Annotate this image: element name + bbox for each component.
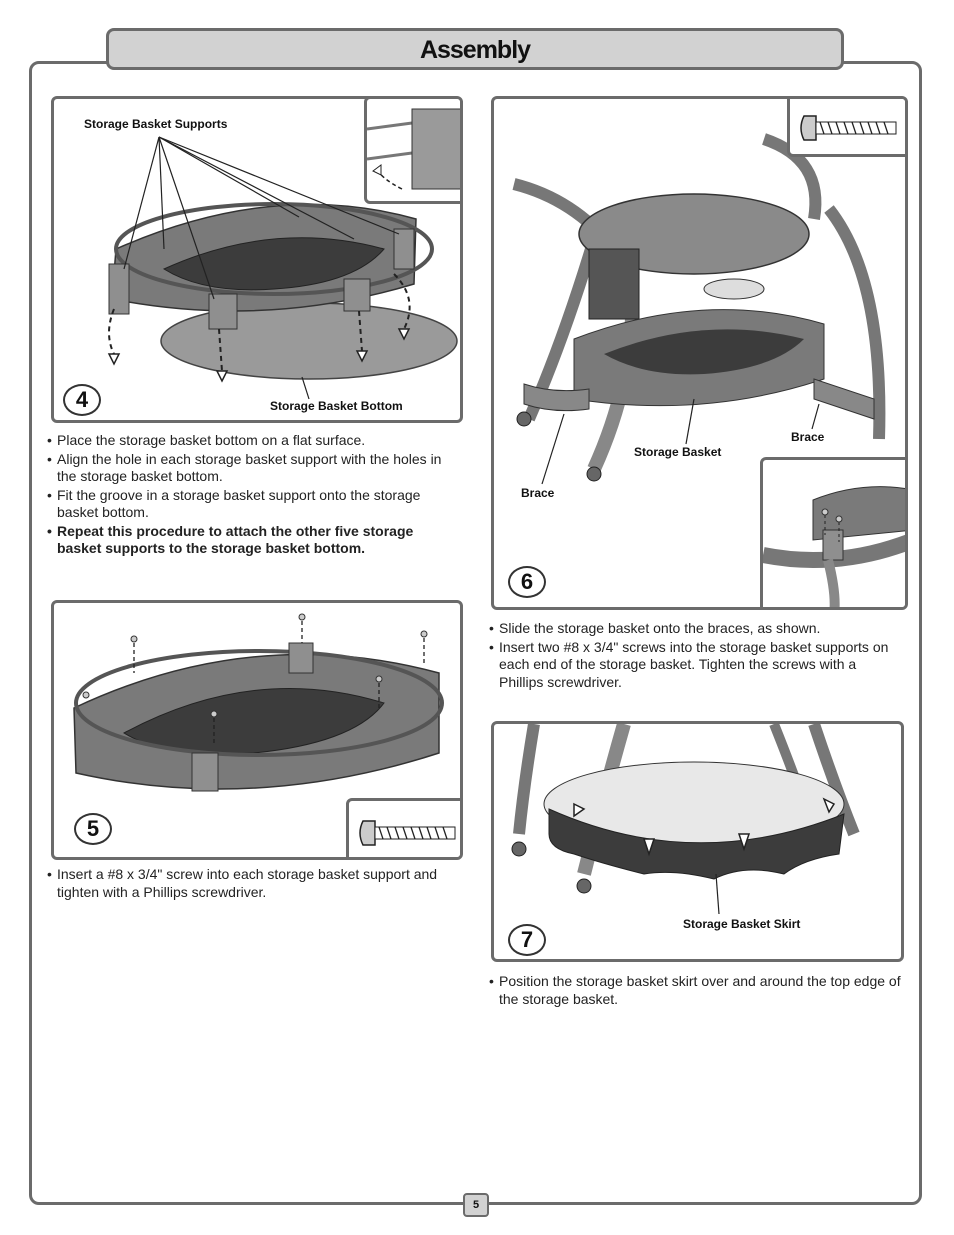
step4-instruction: Fit the groove in a storage basket suppo…: [47, 487, 457, 522]
step6-detail-inset: [760, 457, 905, 607]
step4-instruction: Place the storage basket bottom on a fla…: [47, 432, 457, 450]
screw-icon: [359, 820, 456, 846]
label-brace-right: Brace: [791, 430, 825, 444]
screw-icon: [800, 115, 897, 141]
step4-instructions: Place the storage basket bottom on a fla…: [47, 432, 457, 559]
step7-illustration: [511, 724, 860, 915]
step7-panel: Storage Basket Skirt 7: [491, 721, 904, 962]
step5-instruction: Insert a #8 x 3/4" screw into each stora…: [47, 866, 457, 901]
label-storage-basket-bottom: Storage Basket Bottom: [270, 399, 403, 413]
step4-panel: Storage Basket Supports Storage Basket B…: [51, 96, 463, 423]
label-brace-left: Brace: [521, 486, 555, 500]
step4-detail-inset: [364, 99, 460, 204]
step6-screw-inset: [787, 99, 905, 157]
page-number: 5: [463, 1193, 489, 1217]
page-title: Assembly: [419, 36, 531, 64]
step5-panel: 5: [51, 600, 463, 860]
step5-illustration: [73, 613, 444, 792]
step7-instruction: Position the storage basket skirt over a…: [489, 973, 904, 1008]
label-storage-basket: Storage Basket: [634, 445, 722, 459]
step6-instructions: Slide the storage basket onto the braces…: [489, 620, 894, 692]
step7-instructions: Position the storage basket skirt over a…: [489, 973, 904, 1009]
step6-illustration: [512, 133, 886, 485]
title-bar: Assembly: [106, 28, 844, 70]
step4-illustration: [107, 136, 458, 400]
step6-number: 6: [508, 566, 546, 598]
label-storage-basket-supports: Storage Basket Supports: [84, 117, 228, 131]
step6-instruction: Insert two #8 x 3/4" screws into the sto…: [489, 639, 894, 692]
step5-screw-inset: [346, 798, 460, 857]
step4-number: 4: [63, 384, 101, 416]
step4-instruction: Align the hole in each storage basket su…: [47, 451, 457, 486]
label-storage-basket-skirt: Storage Basket Skirt: [683, 917, 801, 931]
step5-instructions: Insert a #8 x 3/4" screw into each stora…: [47, 866, 457, 902]
step6-panel: Storage Basket Brace Brace 6: [491, 96, 908, 610]
step7-number: 7: [508, 924, 546, 956]
step4-instruction: Repeat this procedure to attach the othe…: [47, 523, 457, 558]
step6-instruction: Slide the storage basket onto the braces…: [489, 620, 894, 638]
step5-number: 5: [74, 813, 112, 845]
